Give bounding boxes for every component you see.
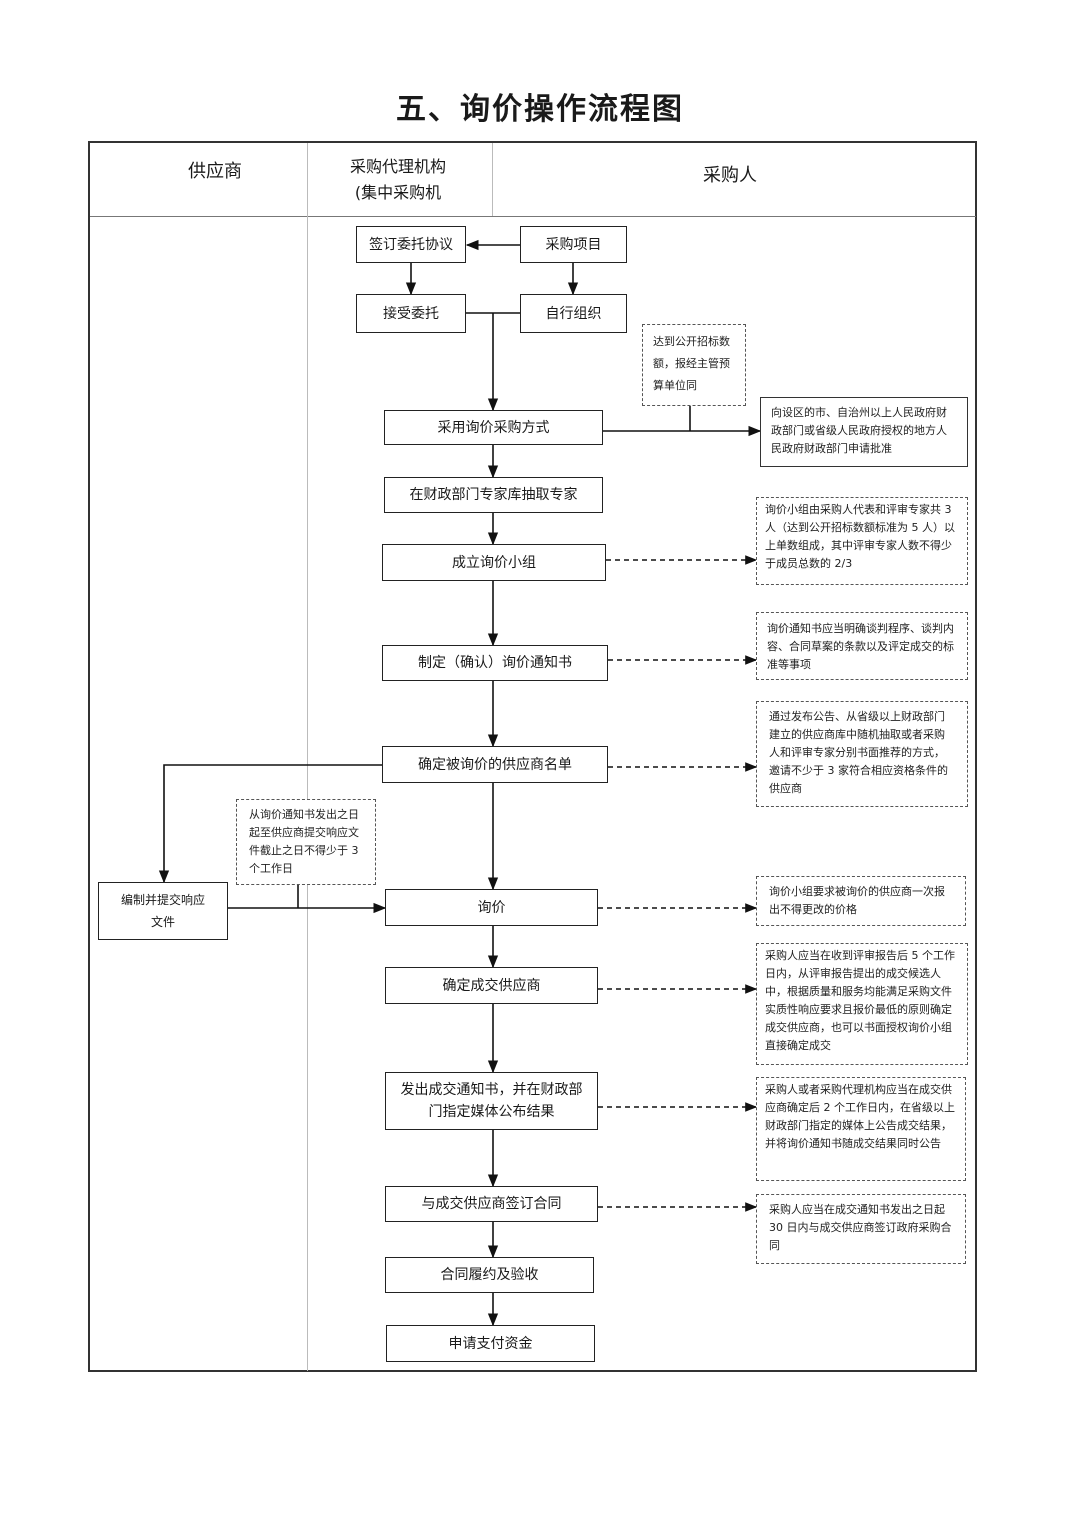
lane-header-purchaser: 采购人 bbox=[703, 165, 757, 186]
note-notice-content: 询价通知书应当明确谈判程序、谈判内容、合同草案的条款以及评定成交的标准等事项 bbox=[756, 612, 968, 680]
box-issue-notice: 发出成交通知书，并在财政部门指定媒体公布结果 bbox=[385, 1072, 598, 1130]
box-accept-entrust: 接受委托 bbox=[356, 294, 466, 333]
box-purchase-project: 采购项目 bbox=[520, 226, 627, 263]
page-title: 五、询价操作流程图 bbox=[396, 92, 684, 127]
lane-divider-1 bbox=[307, 143, 308, 1371]
box-sign-contract: 与成交供应商签订合同 bbox=[385, 1186, 598, 1222]
box-extract-experts: 在财政部门专家库抽取专家 bbox=[384, 477, 603, 513]
note-group-members: 询价小组由采购人代表和评审专家共 3 人（达到公开招标数额标准为 5 人）以上单… bbox=[756, 497, 968, 585]
box-adopt-inquiry: 采用询价采购方式 bbox=[384, 410, 603, 445]
arrow-list-to-supplier bbox=[158, 764, 382, 884]
note-one-time-quote: 询价小组要求被询价的供应商一次报出不得更改的价格 bbox=[756, 876, 966, 926]
box-perform-accept: 合同履约及验收 bbox=[385, 1257, 594, 1293]
box-form-group: 成立询价小组 bbox=[382, 544, 606, 581]
note-response-period: 从询价通知书发出之日起至供应商提交响应文件截止之日不得少于 3 个工作日 bbox=[236, 799, 376, 885]
flowchart-frame bbox=[88, 141, 977, 1372]
note-tender-threshold: 达到公开招标数额，报经主管预算单位同 bbox=[642, 324, 746, 406]
note-publish-rule: 采购人或者采购代理机构应当在成交供应商确定后 2 个工作日内，在省级以上财政部门… bbox=[756, 1077, 966, 1181]
note-contract-rule: 采购人应当在成交通知书发出之日起 30 日内与成交供应商签订政府采购合同 bbox=[756, 1194, 966, 1264]
header-divider bbox=[90, 216, 976, 217]
box-confirm-supplier: 确定成交供应商 bbox=[385, 967, 598, 1004]
box-sign-agreement: 签订委托协议 bbox=[356, 226, 466, 263]
lane-divider-2 bbox=[492, 143, 493, 216]
note-confirm-rule: 采购人应当在收到评审报告后 5 个工作日内，从评审报告提出的成交候选人中，根据质… bbox=[756, 943, 968, 1065]
box-prepare-docs: 编制并提交响应文件 bbox=[98, 882, 228, 940]
box-confirm-list: 确定被询价的供应商名单 bbox=[382, 746, 608, 783]
box-apply-payment: 申请支付资金 bbox=[386, 1325, 595, 1362]
lane-header-supplier: 供应商 bbox=[188, 161, 242, 182]
lane-header-agency: 采购代理机构 (集中采购机 bbox=[318, 154, 478, 206]
lane-header-agency-line1: 采购代理机构 bbox=[349, 157, 446, 176]
box-self-organize: 自行组织 bbox=[520, 294, 627, 333]
lane-header-agency-line2: (集中采购机 bbox=[354, 183, 442, 202]
box-inquiry: 询价 bbox=[385, 889, 598, 926]
note-supplier-selection: 通过发布公告、从省级以上财政部门建立的供应商库中随机抽取或者采购人和评审专家分别… bbox=[756, 701, 968, 807]
note-approval: 向设区的市、自治州以上人民政府财政部门或省级人民政府授权的地方人民政府财政部门申… bbox=[760, 397, 968, 467]
box-make-notice: 制定（确认）询价通知书 bbox=[382, 645, 608, 681]
